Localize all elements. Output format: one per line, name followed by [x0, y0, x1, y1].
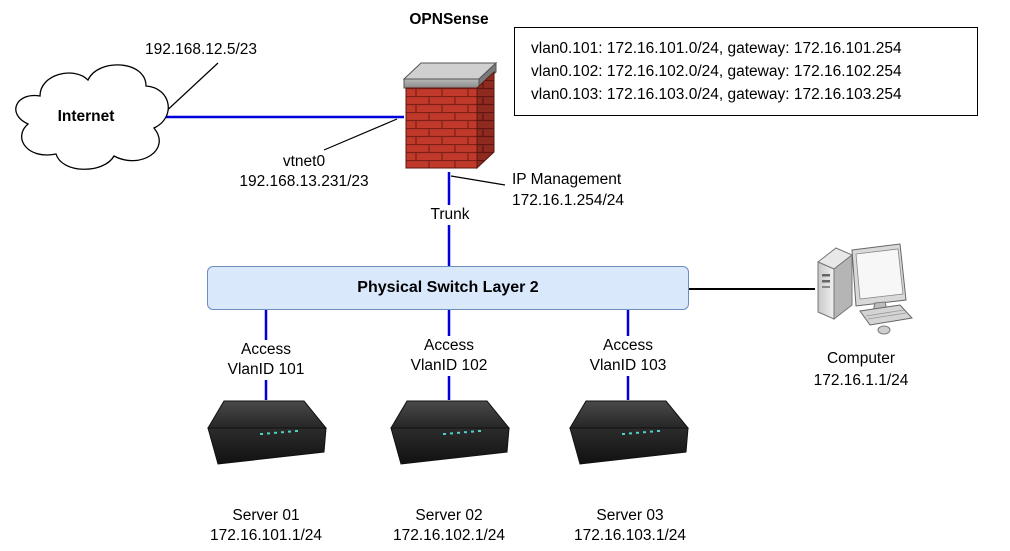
firewall-brick-icon — [402, 61, 498, 170]
server-03-ip-label: 172.16.103.1/24 — [573, 527, 687, 544]
wan-ip-label: 192.168.13.231/23 — [239, 173, 369, 190]
server-02-access-label: Access — [389, 336, 509, 356]
link-mgmt-leader — [450, 175, 506, 186]
cloud-icon — [15, 64, 169, 170]
internet-label: Internet — [57, 108, 115, 125]
server-02-ip-label: 172.16.102.1/24 — [392, 527, 506, 544]
physical-switch: Physical Switch Layer 2 — [207, 266, 689, 310]
link-internet-ip-leader — [160, 62, 219, 117]
server-03-vlan-label: VlanID 103 — [568, 356, 688, 376]
server-01-vlan-label: VlanID 101 — [206, 360, 326, 380]
server-device-icon — [569, 400, 690, 465]
mgmt-ip-label: 172.16.1.254/24 — [512, 192, 625, 209]
vlan-line: vlan0.102: 172.16.102.0/24, gateway: 172… — [531, 63, 902, 80]
server-01-name-label: Server 01 — [232, 507, 300, 524]
server-01-access-label: Access — [206, 340, 326, 360]
server-03-name-label: Server 03 — [596, 507, 664, 524]
wan-interface-label: vtnet0 — [282, 153, 326, 170]
servers-layer — [207, 400, 690, 465]
desktop-computer-icon — [817, 243, 913, 335]
internet-ip-label: 192.168.12.5/23 — [144, 41, 258, 58]
vlan-line: vlan0.103: 172.16.103.0/24, gateway: 172… — [531, 86, 902, 103]
vlan-line: vlan0.101: 172.16.101.0/24, gateway: 172… — [531, 40, 902, 57]
computer-label: Computer — [826, 350, 896, 367]
firewall-title: OPNSense — [409, 11, 489, 28]
vlan-info-box: vlan0.101: 172.16.101.0/24, gateway: 172… — [514, 27, 978, 116]
server-device-icon — [207, 400, 328, 465]
server-device-icon — [390, 400, 511, 465]
trunk-label: Trunk — [400, 205, 500, 225]
server-02-name-label: Server 02 — [415, 507, 483, 524]
server-02-vlan-label: VlanID 102 — [389, 356, 509, 376]
link-wan-ip-leader — [323, 118, 398, 151]
mgmt-title-label: IP Management — [512, 171, 622, 188]
server-03-access-label: Access — [568, 336, 688, 356]
computer-ip-label: 172.16.1.1/24 — [813, 372, 909, 389]
server-01-ip-label: 172.16.101.1/24 — [209, 527, 323, 544]
